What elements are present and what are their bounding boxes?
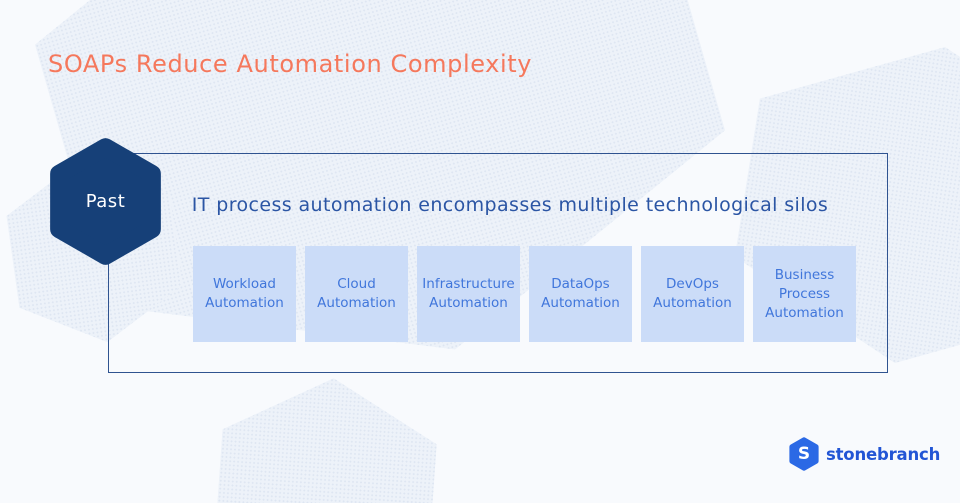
silo-box-infrastructure-automation: Infrastructure Automation [417,246,520,342]
logo-wordmark: stonebranch [826,444,941,464]
silo-box-cloud-automation: Cloud Automation [305,246,408,342]
silo-label: DevOps Automation [653,276,732,311]
silo-row: Workload Automation Cloud Automation Inf… [193,246,856,342]
past-silos-frame: IT process automation encompasses multip… [108,153,888,373]
silo-label: DataOps Automation [541,276,620,311]
stonebranch-logo-icon: S [789,437,819,471]
hexagon-icon [789,437,819,471]
background-hexagon-blob-bottom [210,371,441,503]
silo-label: Workload Automation [205,276,284,311]
frame-heading: IT process automation encompasses multip… [191,194,829,216]
silo-box-workload-automation: Workload Automation [193,246,296,342]
past-hexagon-badge: Past [49,137,162,266]
page-title: SOAPs Reduce Automation Complexity [48,50,533,78]
silo-label: Cloud Automation [317,276,396,311]
silo-label: Business Process Automation [765,266,844,321]
silo-label: Infrastructure Automation [422,276,515,311]
silo-box-devops-automation: DevOps Automation [641,246,744,342]
stonebranch-logo: S stonebranch [789,437,940,471]
silo-box-dataops-automation: DataOps Automation [529,246,632,342]
hexagon-icon [50,138,161,265]
logo-letter: S [797,444,811,464]
silo-box-business-process-automation: Business Process Automation [753,246,856,342]
past-badge-label: Past [85,191,126,212]
